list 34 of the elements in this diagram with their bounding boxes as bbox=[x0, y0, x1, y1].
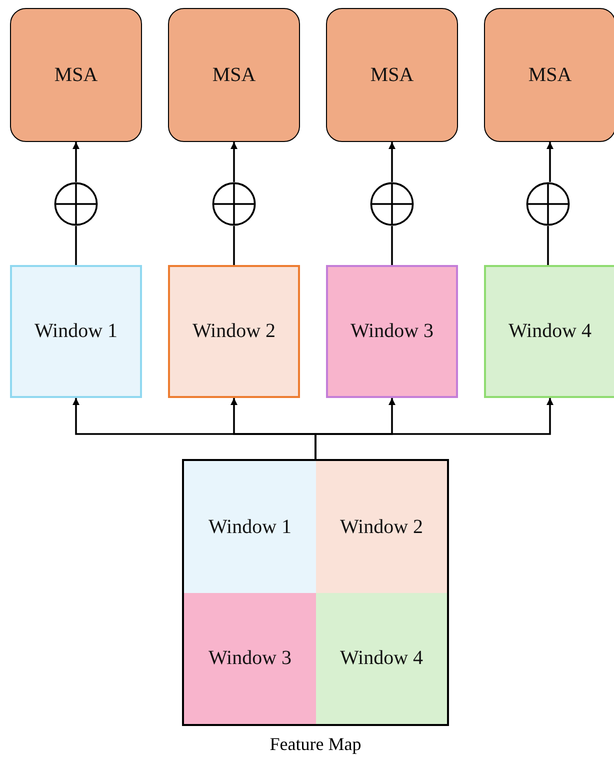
window-cell bbox=[316, 593, 447, 724]
sum-icon bbox=[54, 182, 98, 226]
window-label: Window 3 bbox=[208, 647, 292, 670]
arrow bbox=[314, 398, 554, 459]
window-box bbox=[168, 265, 300, 398]
window-cell bbox=[316, 461, 447, 593]
window-cell bbox=[184, 461, 316, 593]
window-box bbox=[484, 265, 614, 398]
module-label: MSA bbox=[54, 64, 98, 86]
window-label: Window 4 bbox=[508, 320, 592, 343]
window-label: Window 2 bbox=[340, 516, 424, 538]
arrow bbox=[72, 142, 80, 182]
arrow bbox=[388, 142, 396, 182]
module-label: MSA bbox=[370, 64, 414, 86]
msa-box bbox=[326, 8, 458, 142]
window-box bbox=[326, 265, 458, 398]
msa-box bbox=[168, 8, 300, 142]
arrow bbox=[230, 142, 238, 182]
window-label: Window 4 bbox=[340, 647, 424, 670]
sum-icon bbox=[370, 182, 414, 226]
window-cell bbox=[184, 593, 316, 724]
sum-icon bbox=[212, 182, 256, 226]
module-label: MSA bbox=[528, 64, 572, 86]
arrow bbox=[546, 142, 554, 182]
node-label: Feature Map bbox=[268, 734, 362, 755]
window-box bbox=[10, 265, 142, 398]
msa-box bbox=[10, 8, 142, 142]
window-label: Window 1 bbox=[34, 320, 118, 343]
module-label: MSA bbox=[212, 64, 256, 86]
window-label: Window 3 bbox=[350, 320, 434, 343]
window-label: Window 1 bbox=[208, 516, 292, 538]
sum-icon bbox=[526, 182, 570, 226]
window-label: Window 2 bbox=[192, 320, 276, 343]
msa-box bbox=[484, 8, 614, 142]
